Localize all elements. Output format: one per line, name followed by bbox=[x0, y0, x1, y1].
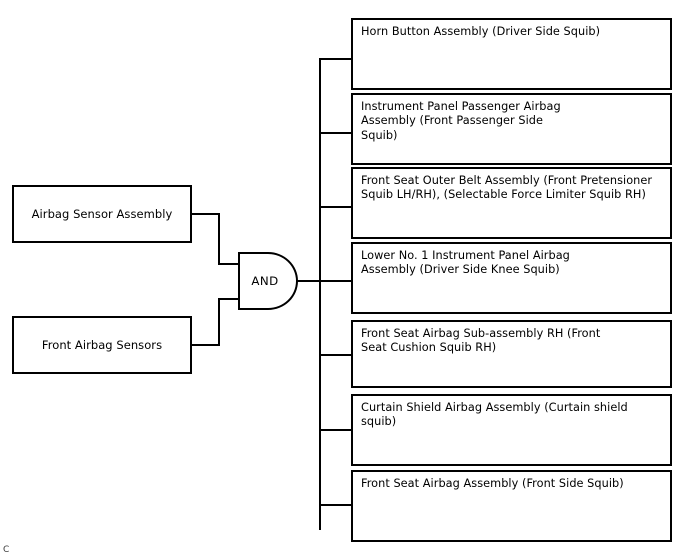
input-node-front-airbag-sensors[interactable]: Front Airbag Sensors bbox=[12, 316, 192, 374]
and-gate-label: AND bbox=[251, 274, 279, 288]
wire-input1-horizontal-a bbox=[192, 213, 220, 215]
wire-branch-7 bbox=[319, 504, 352, 506]
output-node-label: Front Seat Outer Belt Assembly (Front Pr… bbox=[361, 174, 653, 202]
output-node-front-seat-outer-belt-assembly[interactable]: Front Seat Outer Belt Assembly (Front Pr… bbox=[351, 167, 672, 239]
output-node-label: Front Seat Airbag Sub-assembly RH (Front… bbox=[361, 327, 601, 355]
wire-input1-horizontal-b bbox=[218, 263, 240, 265]
wire-branch-2 bbox=[319, 132, 352, 134]
wire-trunk-vertical bbox=[319, 58, 321, 530]
output-node-label: Horn Button Assembly (Driver Side Squib) bbox=[361, 25, 601, 38]
wire-branch-5 bbox=[319, 354, 352, 356]
wire-branch-1 bbox=[319, 58, 352, 60]
output-node-curtain-shield-airbag-assembly[interactable]: Curtain Shield Airbag Assembly (Curtain … bbox=[351, 394, 672, 466]
output-node-front-seat-airbag-sub-assembly-rh[interactable]: Front Seat Airbag Sub-assembly RH (Front… bbox=[351, 320, 672, 388]
input-node-label: Airbag Sensor Assembly bbox=[31, 206, 173, 221]
and-gate[interactable]: AND bbox=[238, 252, 298, 310]
output-node-front-seat-airbag-assembly[interactable]: Front Seat Airbag Assembly (Front Side S… bbox=[351, 470, 672, 542]
input-node-label: Front Airbag Sensors bbox=[41, 337, 163, 352]
wire-gate-output bbox=[296, 280, 321, 282]
output-node-lower-no1-instrument-panel-airbag[interactable]: Lower No. 1 Instrument Panel Airbag Asse… bbox=[351, 242, 672, 314]
output-node-horn-button-assembly[interactable]: Horn Button Assembly (Driver Side Squib) bbox=[351, 18, 672, 90]
wire-input2-horizontal-b bbox=[218, 298, 240, 300]
output-node-label: Front Seat Airbag Assembly (Front Side S… bbox=[361, 477, 624, 490]
output-node-instrument-panel-passenger-airbag[interactable]: Instrument Panel Passenger Airbag Assemb… bbox=[351, 93, 672, 165]
output-node-label: Curtain Shield Airbag Assembly (Curtain … bbox=[361, 401, 628, 429]
corner-label: C bbox=[3, 545, 10, 555]
wire-branch-3 bbox=[319, 206, 352, 208]
wire-input2-horizontal-a bbox=[192, 344, 220, 346]
wire-input1-vertical bbox=[218, 213, 220, 265]
input-node-airbag-sensor-assembly[interactable]: Airbag Sensor Assembly bbox=[12, 185, 192, 243]
wire-branch-4 bbox=[319, 280, 352, 282]
output-node-label: Instrument Panel Passenger Airbag Assemb… bbox=[361, 100, 561, 142]
wire-branch-6 bbox=[319, 429, 352, 431]
wire-input2-vertical bbox=[218, 298, 220, 346]
output-node-label: Lower No. 1 Instrument Panel Airbag Asse… bbox=[361, 249, 570, 277]
